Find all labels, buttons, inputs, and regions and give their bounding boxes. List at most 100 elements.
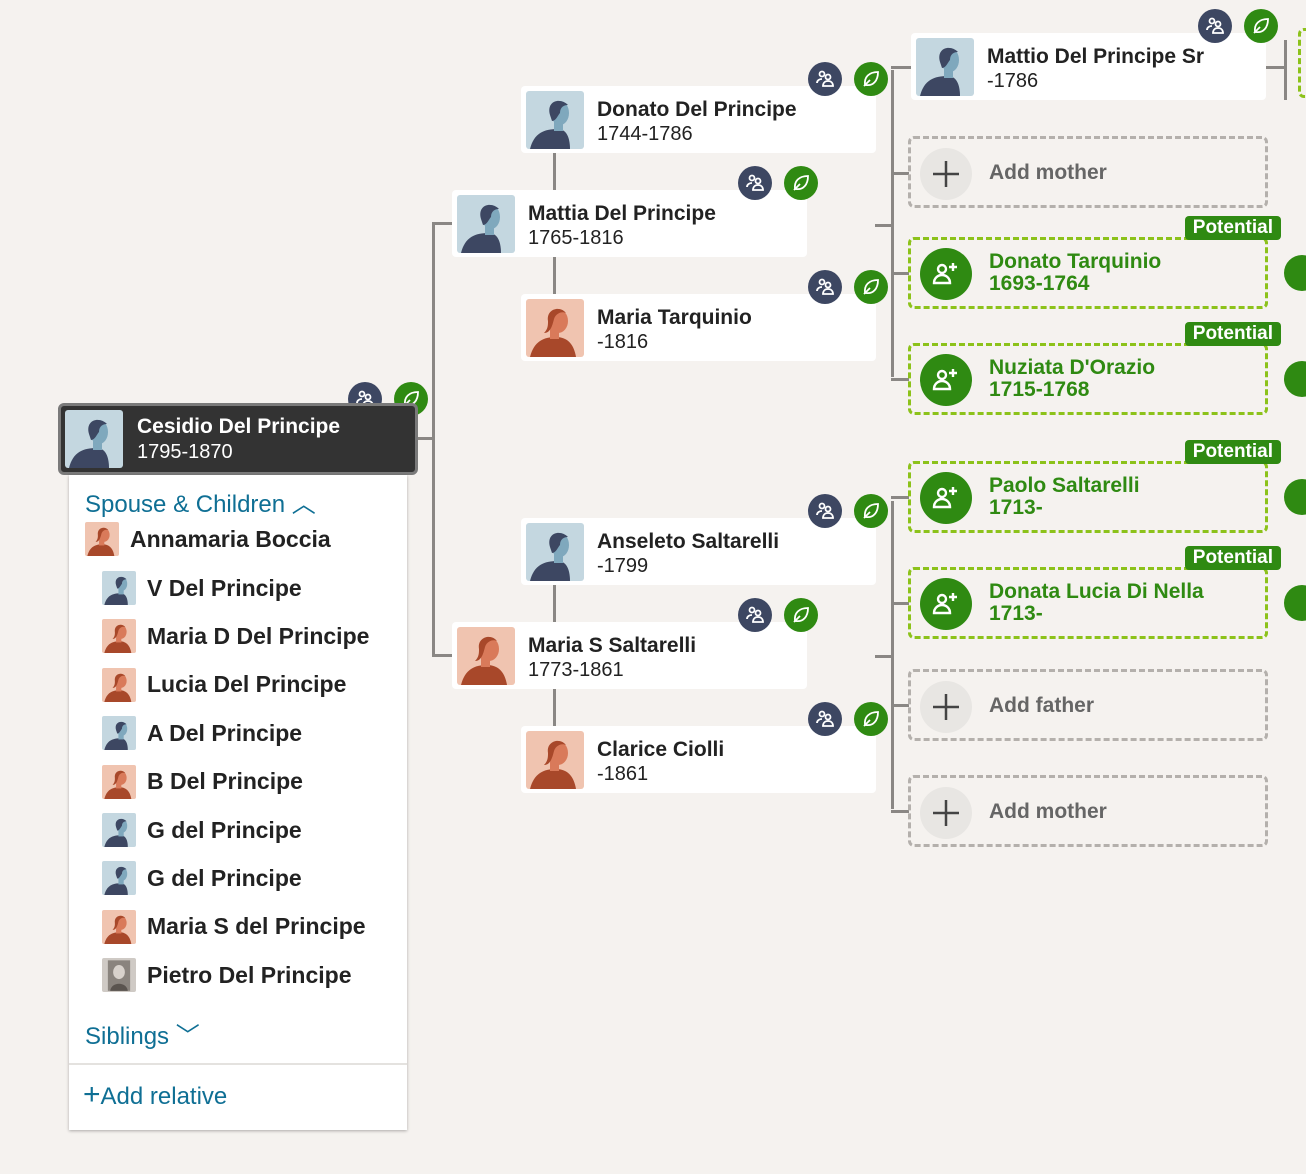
record-hints-icon[interactable] bbox=[784, 598, 818, 632]
siblings-toggle[interactable]: Siblings ﹀ bbox=[85, 1016, 200, 1051]
relative-name: Maria S del Principe bbox=[147, 913, 366, 940]
person-card[interactable]: Anseleto Saltarelli-1799 bbox=[521, 518, 876, 585]
record-hints-icon[interactable] bbox=[854, 702, 888, 736]
male-avatar bbox=[526, 523, 584, 581]
connector-line bbox=[553, 585, 556, 622]
connector-line bbox=[891, 378, 909, 381]
relative-name: Pietro Del Principe bbox=[147, 961, 352, 988]
potential-dates: 1713- bbox=[989, 602, 1043, 625]
person-dates: -1861 bbox=[597, 763, 649, 785]
person-card[interactable]: Clarice Ciolli-1861 bbox=[521, 726, 876, 793]
female-avatar bbox=[457, 627, 515, 685]
child-row[interactable]: Pietro Del Principe bbox=[102, 958, 352, 993]
potential-dates: 1713- bbox=[989, 496, 1043, 519]
family-icon[interactable] bbox=[808, 494, 842, 528]
male-avatar bbox=[102, 571, 136, 605]
female-avatar bbox=[102, 909, 136, 944]
child-row[interactable]: A Del Principe bbox=[102, 716, 303, 751]
add-person-icon bbox=[920, 354, 972, 406]
connector-line bbox=[891, 810, 909, 813]
add-relative-button[interactable]: +Add relative bbox=[83, 1080, 227, 1111]
connector-line bbox=[891, 704, 909, 707]
person-name: Maria S Saltarelli bbox=[528, 634, 697, 657]
add-parent-label: Add mother bbox=[989, 161, 1107, 184]
relative-name: A Del Principe bbox=[147, 719, 303, 746]
potential-badge: Potential bbox=[1184, 216, 1281, 240]
spouse-children-toggle[interactable]: Spouse & Children ︿ bbox=[85, 484, 316, 519]
family-icon[interactable] bbox=[738, 166, 772, 200]
person-card[interactable]: Mattio Del Principe Sr-1786 bbox=[911, 33, 1266, 100]
person-dates: 1744-1786 bbox=[597, 123, 693, 145]
connector-line bbox=[418, 437, 434, 440]
family-icon[interactable] bbox=[808, 270, 842, 304]
focus-person-card[interactable]: Cesidio Del Principe 1795-1870 bbox=[58, 403, 418, 475]
add-parent-label: Add mother bbox=[989, 800, 1107, 823]
chevron-up-icon: ︿ bbox=[285, 491, 316, 518]
expand-icon[interactable] bbox=[1284, 255, 1306, 291]
child-row[interactable]: Maria S del Principe bbox=[102, 909, 366, 944]
family-icon[interactable] bbox=[808, 702, 842, 736]
family-icon[interactable] bbox=[808, 62, 842, 96]
connector-line bbox=[875, 223, 892, 227]
potential-badge: Potential bbox=[1184, 546, 1281, 570]
family-icon[interactable] bbox=[1198, 9, 1232, 43]
child-row[interactable]: V Del Principe bbox=[102, 571, 302, 605]
add-parent-slot[interactable]: Add mother bbox=[908, 136, 1268, 208]
partial-card bbox=[1298, 28, 1306, 98]
connector-line bbox=[553, 257, 556, 294]
add-person-icon bbox=[920, 578, 972, 630]
expand-icon[interactable] bbox=[1284, 479, 1306, 515]
connector-line bbox=[891, 496, 909, 499]
chevron-down-icon: ﹀ bbox=[169, 1023, 200, 1050]
potential-name: Nuziata D'Orazio bbox=[989, 356, 1156, 379]
relative-name: Lucia Del Principe bbox=[147, 671, 347, 698]
child-row[interactable]: Maria D Del Principe bbox=[102, 619, 370, 654]
person-name: Maria Tarquinio bbox=[597, 306, 752, 329]
relative-name: V Del Principe bbox=[147, 574, 302, 601]
focus-dates: 1795-1870 bbox=[137, 441, 233, 463]
expand-icon[interactable] bbox=[1284, 361, 1306, 397]
child-row[interactable]: B Del Principe bbox=[102, 764, 303, 799]
add-parent-slot[interactable]: Add father bbox=[908, 669, 1268, 741]
plus-icon: + bbox=[83, 1078, 101, 1111]
person-card[interactable]: Maria Tarquinio-1816 bbox=[521, 294, 876, 361]
connector-line bbox=[891, 70, 894, 377]
record-hints-icon[interactable] bbox=[784, 166, 818, 200]
child-row[interactable]: G del Principe bbox=[102, 813, 302, 847]
potential-name: Paolo Saltarelli bbox=[989, 474, 1140, 497]
record-hints-icon[interactable] bbox=[854, 494, 888, 528]
male-avatar bbox=[102, 813, 136, 847]
connector-line bbox=[1266, 66, 1286, 69]
add-parent-label: Add father bbox=[989, 694, 1094, 717]
male-avatar bbox=[102, 716, 136, 751]
relative-name: Annamaria Boccia bbox=[130, 525, 331, 552]
person-dates: -1799 bbox=[597, 555, 649, 577]
plus-icon bbox=[920, 787, 972, 839]
male-avatar bbox=[457, 195, 515, 253]
expand-icon[interactable] bbox=[1284, 585, 1306, 621]
connector-line bbox=[432, 222, 435, 656]
record-hints-icon[interactable] bbox=[854, 62, 888, 96]
potential-name: Donato Tarquinio bbox=[989, 250, 1162, 273]
add-parent-slot[interactable]: Add mother bbox=[908, 775, 1268, 847]
relative-name: Maria D Del Principe bbox=[147, 622, 370, 649]
male-avatar bbox=[526, 91, 584, 149]
record-hints-icon[interactable] bbox=[854, 270, 888, 304]
male-avatar bbox=[916, 38, 974, 96]
potential-dates: 1715-1768 bbox=[989, 378, 1090, 401]
record-hints-icon[interactable] bbox=[1244, 9, 1278, 43]
child-row[interactable]: G del Principe bbox=[102, 861, 302, 896]
person-dates: 1773-1861 bbox=[528, 659, 624, 681]
spouse-row[interactable]: Annamaria Boccia bbox=[85, 522, 331, 556]
family-icon[interactable] bbox=[738, 598, 772, 632]
family-panel: Spouse & Children ︿ Annamaria Boccia V De… bbox=[69, 475, 407, 1130]
person-name: Donato Del Principe bbox=[597, 98, 797, 121]
child-row[interactable]: Lucia Del Principe bbox=[102, 667, 347, 702]
